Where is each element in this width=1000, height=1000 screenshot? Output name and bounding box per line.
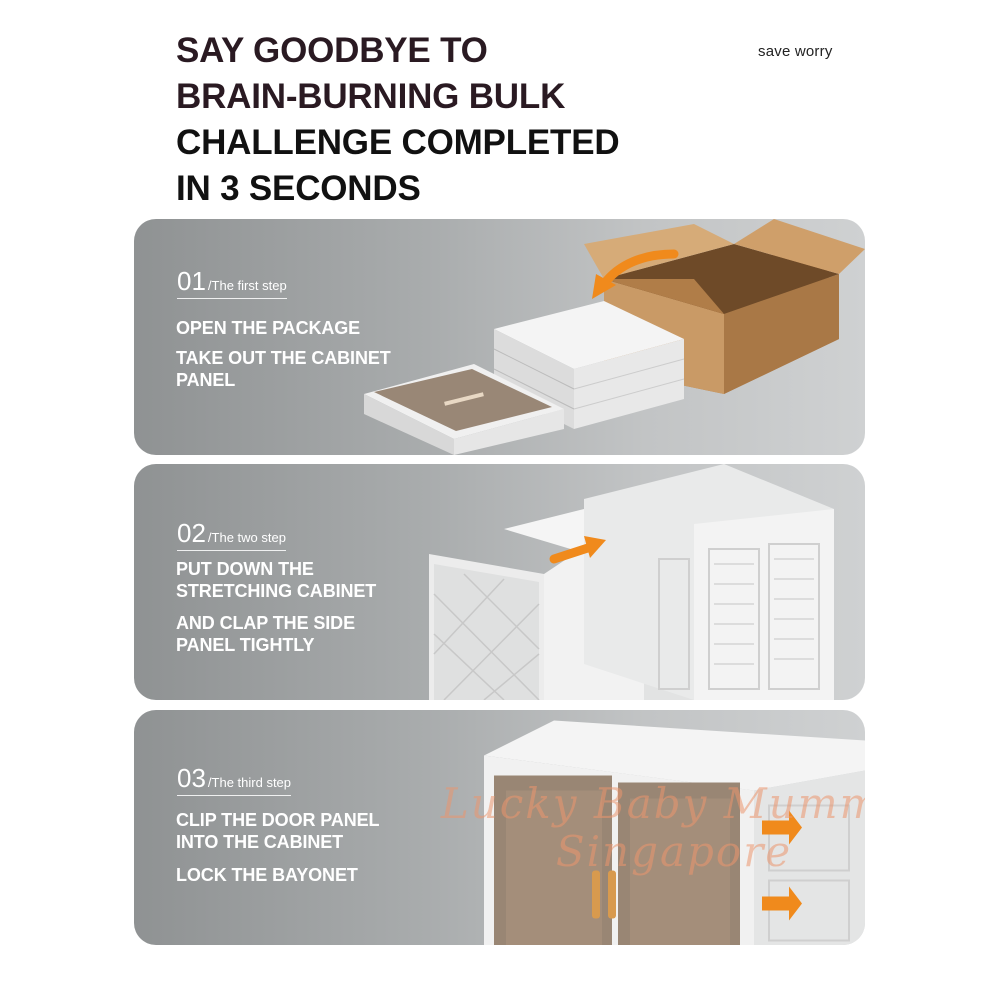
- orange-arrows: [762, 810, 802, 921]
- step-number: 01: [177, 266, 206, 296]
- step-subtitle: /The third step: [207, 775, 292, 790]
- tagline: save worry: [758, 43, 833, 60]
- orange-arrow: [599, 249, 679, 289]
- step-3-text-1: CLIP THE DOOR PANEL INTO THE CABINET: [176, 809, 380, 853]
- step-1-number: 01/The first step: [177, 266, 287, 299]
- step-3-text-1b: INTO THE CABINET: [176, 832, 344, 852]
- headline-line-1: SAY GOODBYE TO: [176, 31, 488, 70]
- step-3-text-1a: CLIP THE DOOR PANEL: [176, 810, 380, 830]
- step-number: 02: [177, 518, 206, 548]
- step-2-text-2: AND CLAP THE SIDE PANEL TIGHTLY: [176, 612, 355, 656]
- watermark-line-2: Singapore: [555, 827, 793, 876]
- step-2-illustration: [429, 464, 834, 700]
- step-1-text-2a: TAKE OUT THE CABINET: [176, 348, 391, 368]
- step-subtitle: /The two step: [207, 530, 286, 545]
- headline: SAY GOODBYE TO BRAIN-BURNING BULK CHALLE…: [176, 28, 736, 212]
- step-2-text-1b: STRETCHING CABINET: [176, 581, 377, 601]
- door-panel: [364, 364, 564, 455]
- watermark: Lucky Baby Mummy Singapore: [434, 780, 865, 876]
- step-subtitle: /The first step: [207, 278, 287, 293]
- step-1-text-1: OPEN THE PACKAGE: [176, 318, 361, 338]
- step-1-text-2: TAKE OUT THE CABINET PANEL: [176, 347, 391, 391]
- door-handle-left: [592, 870, 600, 919]
- unfolding-cabinet: [429, 464, 834, 700]
- step-1-panel: 01/The first step OPEN THE PACKAGE TAKE …: [134, 219, 865, 455]
- watermark-line-1: Lucky Baby Mummy: [440, 779, 865, 828]
- step-1-text-2b: PANEL: [176, 370, 236, 390]
- step-2-panel: 02/The two step PUT DOWN THE STRETCHING …: [134, 464, 865, 700]
- step-2-number: 02/The two step: [177, 518, 286, 551]
- step-3-panel: Lucky Baby Mummy Singapore 03/The third …: [134, 710, 865, 945]
- headline-line-2: BRAIN-BURNING BULK: [176, 77, 566, 116]
- step-3-illustration: [484, 720, 865, 945]
- step-3-text-2: LOCK THE BAYONET: [176, 865, 358, 885]
- headline-line-4: IN 3 SECONDS: [176, 169, 421, 208]
- assembled-cabinet: [484, 720, 865, 945]
- step-2-text-1: PUT DOWN THE STRETCHING CABINET: [176, 558, 376, 602]
- step-2-text-2b: PANEL TIGHTLY: [176, 635, 315, 655]
- step-2-text-2a: AND CLAP THE SIDE: [176, 613, 355, 633]
- step-number: 03: [177, 763, 206, 793]
- step-1-illustration: [364, 219, 865, 455]
- headline-line-3: CHALLENGE COMPLETED: [176, 123, 620, 162]
- door-handle-right: [608, 870, 616, 919]
- step-2-text-1a: PUT DOWN THE: [176, 559, 314, 579]
- step-3-number: 03/The third step: [177, 763, 292, 796]
